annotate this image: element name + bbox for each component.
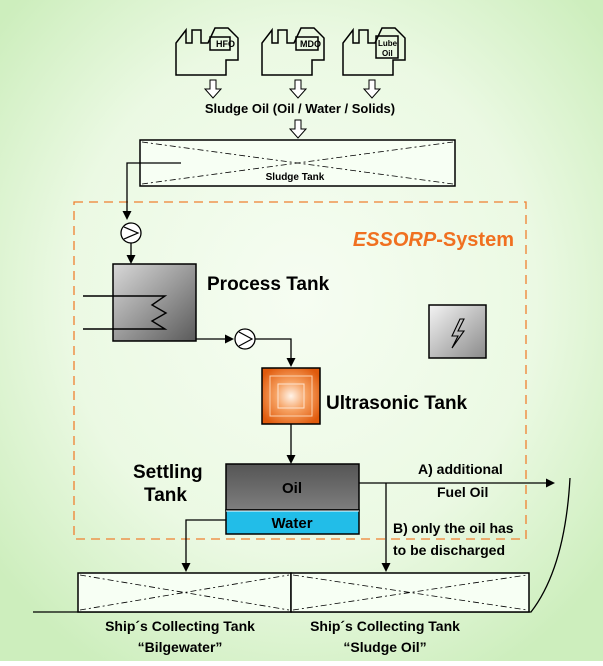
lightning-icon xyxy=(451,318,466,349)
sludge-oil-label: Sludge Oil (Oil / Water / Solids) xyxy=(205,101,395,116)
route-a-line1: A) additional xyxy=(418,461,503,477)
source-tank-mdo xyxy=(261,27,325,76)
ultrasonic-tank-label: Ultrasonic Tank xyxy=(326,393,468,414)
source-tank-lube-oil xyxy=(342,27,406,76)
ultrasonic-tank xyxy=(261,367,321,425)
settling-label-line2: Tank xyxy=(144,485,187,506)
collecting-tank-bilgewater xyxy=(77,572,292,613)
pipe-pump-to-ultrasonic xyxy=(255,338,296,367)
oil-label: Oil xyxy=(282,480,302,497)
hfo-label: HFO xyxy=(216,39,235,49)
source-tank-hfo xyxy=(175,27,239,76)
sludge-tank-label: Sludge Tank xyxy=(266,172,325,183)
collecting-tank-sludge-oil xyxy=(290,572,530,613)
oil-layer xyxy=(225,463,360,511)
essorp-system-boundary xyxy=(73,201,527,540)
water-layer xyxy=(225,509,360,535)
water-label: Water xyxy=(271,515,312,532)
process-tank-label: Process Tank xyxy=(207,274,330,295)
lube-label: Lube xyxy=(378,39,398,48)
bilge-tank-label-line2: “Bilgewater” xyxy=(138,639,223,655)
lube-oil-label: Oil xyxy=(382,49,393,58)
pipe-sludge-to-pump xyxy=(122,162,181,220)
arrow-down-icon xyxy=(203,79,382,139)
route-a-line2: Fuel Oil xyxy=(437,484,488,500)
route-b-line1: B) only the oil has xyxy=(393,520,514,536)
route-b-line2: to be discharged xyxy=(393,542,505,558)
pump-icon xyxy=(120,222,142,244)
pipe-water-to-bilge xyxy=(181,519,226,572)
pump-icon xyxy=(234,328,256,350)
mdo-label: MDO xyxy=(300,39,321,49)
sludge-collecting-label-line2: “Sludge Oil” xyxy=(343,639,426,655)
settling-tank xyxy=(225,463,360,535)
heat-exchanger-icon xyxy=(83,295,168,330)
ship-hull xyxy=(33,477,571,613)
bilge-tank-label-line1: Ship´s Collecting Tank xyxy=(105,618,255,634)
sludge-collecting-label-line1: Ship´s Collecting Tank xyxy=(310,618,460,634)
essorp-system-title: ESSORP-System xyxy=(353,229,514,251)
settling-label-line1: Settling xyxy=(133,462,203,483)
